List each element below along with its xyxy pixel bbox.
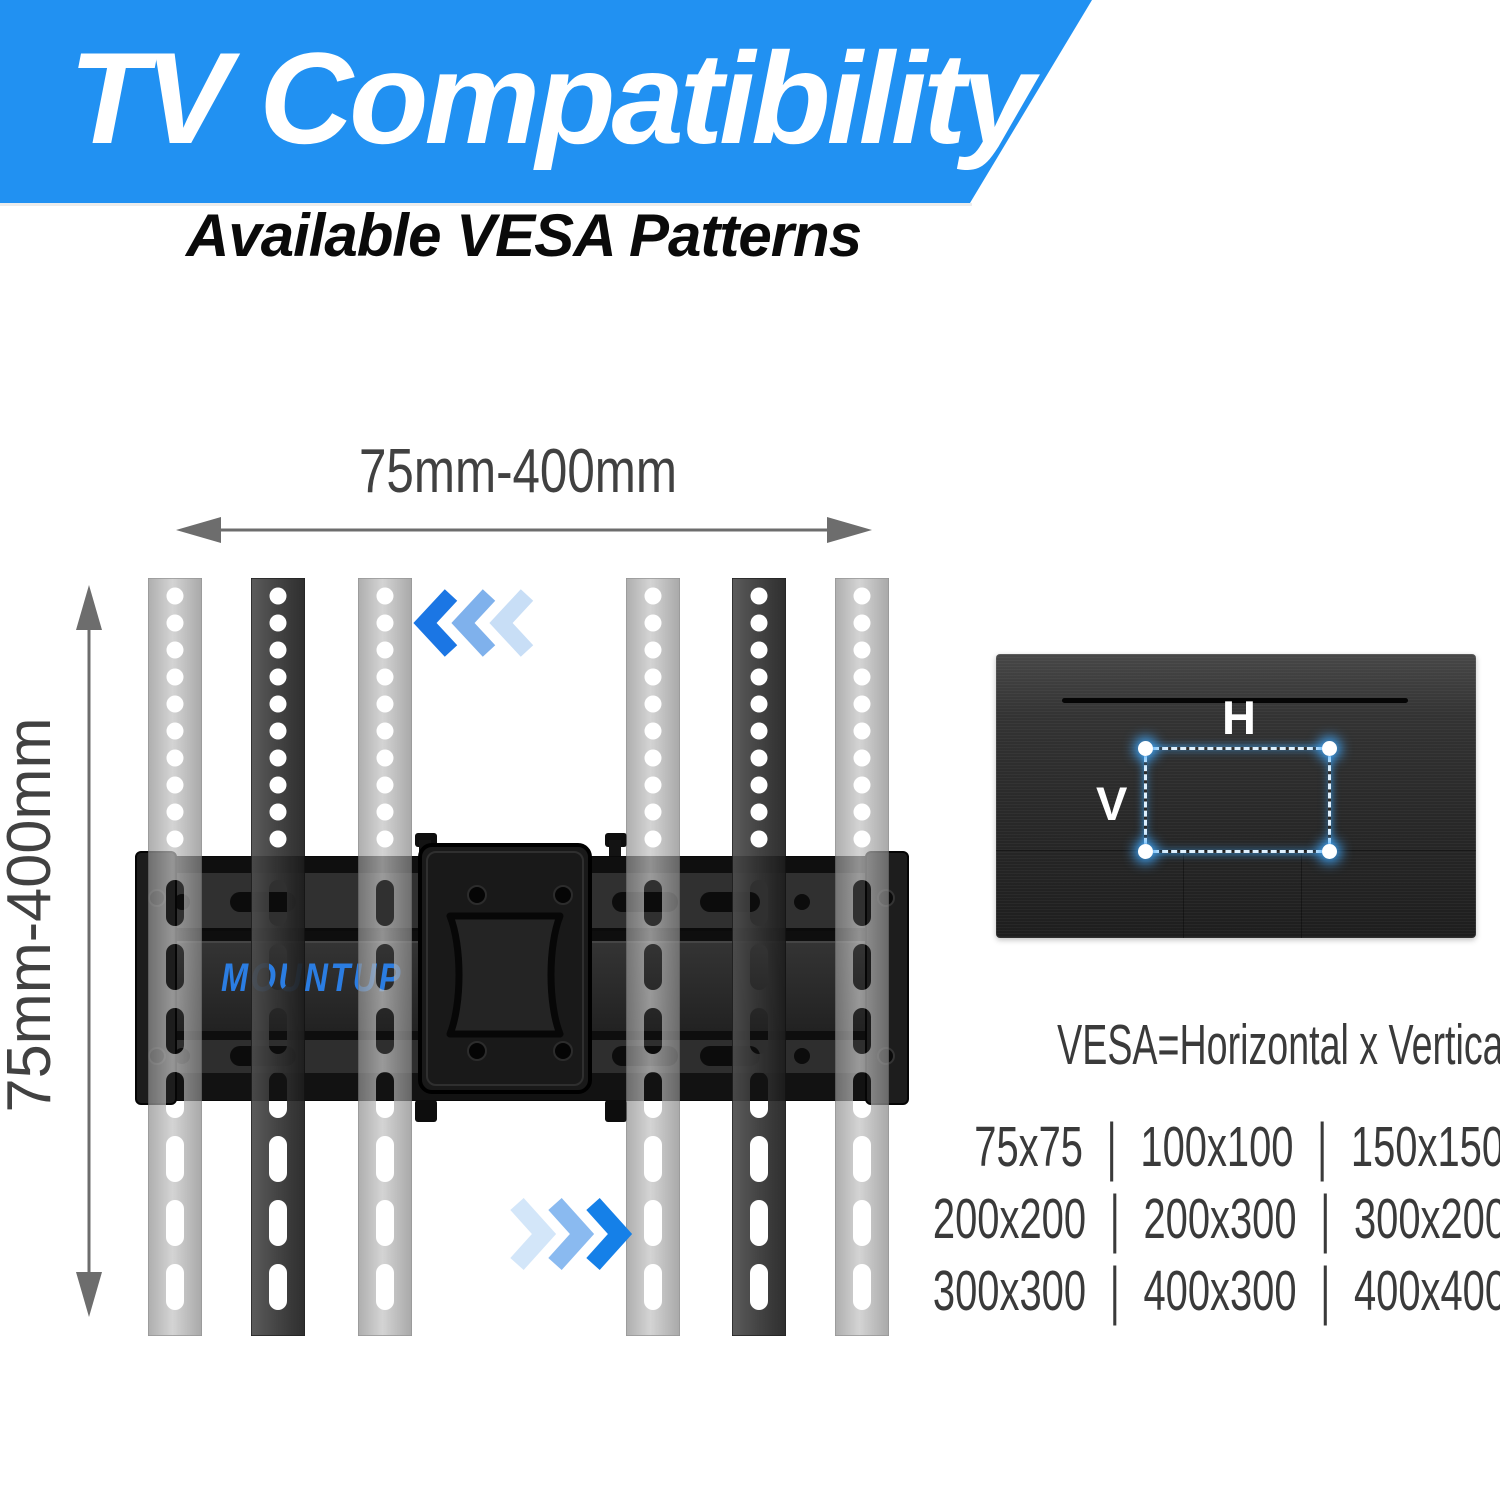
page-title: TV Compatibility [69, 25, 1035, 171]
vesa-row: 75x75 | 100x100 | 150x150 [947, 1111, 1500, 1183]
header-banner [0, 0, 1092, 203]
vesa-size-panel: VESA=Horizontal x Vertical 75x75 | 100x1… [933, 1013, 1500, 1326]
tv-panel-seam [1183, 850, 1184, 938]
separator: | [1109, 1255, 1120, 1327]
vesa-size: 400x300 [1143, 1259, 1297, 1323]
separator: | [1106, 1111, 1117, 1183]
vesa-size: 75x75 [974, 1115, 1083, 1179]
vesa-size: 150x150 [1350, 1115, 1500, 1179]
tv-panel-seam [1301, 850, 1302, 938]
vesa-size: 200x200 [932, 1187, 1087, 1251]
horizontal-range-label: 75mm-400mm [359, 437, 677, 506]
vesa-corner-dot [1322, 844, 1337, 859]
vesa-size-table: 75x75 | 100x100 | 150x150 200x200 | 200x… [830, 1111, 1500, 1327]
left-chevrons-icon [413, 589, 534, 657]
vertical-range-label: 75mm-400mm [0, 718, 64, 1113]
vesa-corner-dot [1322, 741, 1337, 756]
banner-underline [0, 203, 972, 206]
right-chevrons-icon [510, 1197, 633, 1271]
separator: | [1109, 1183, 1120, 1255]
rail-light-1 [148, 578, 202, 1336]
horizontal-dimension-arrow [176, 517, 872, 543]
vesa-size: 400x400 [1353, 1259, 1500, 1323]
tv-back-panel: H V [996, 654, 1476, 938]
vesa-center-plate [418, 843, 592, 1094]
vesa-row: 300x300 | 400x300 | 400x400 [933, 1255, 1500, 1327]
vesa-formula: VESA=Horizontal x Vertical [1057, 1013, 1500, 1077]
vesa-size: 200x300 [1143, 1187, 1297, 1251]
vesa-corner-dot [1138, 844, 1153, 859]
vesa-size: 300x200 [1353, 1187, 1500, 1251]
vesa-pattern-rect [1138, 741, 1337, 859]
vesa-size: 100x100 [1140, 1115, 1294, 1179]
vesa-row: 200x200 | 200x300 | 300x200 [933, 1183, 1500, 1255]
rail-light-2 [358, 578, 412, 1336]
vertical-axis-label: V [1096, 777, 1128, 830]
vesa-corner-dot [1138, 741, 1153, 756]
separator: | [1317, 1111, 1328, 1183]
page-subtitle: Available VESA Patterns [186, 202, 862, 269]
rail-light-3 [626, 578, 680, 1336]
tv-speaker-slot [1062, 698, 1408, 703]
vesa-size: 300x300 [932, 1259, 1087, 1323]
rail-dark-2 [732, 578, 786, 1336]
rail-dark-1 [251, 578, 305, 1336]
separator: | [1320, 1255, 1331, 1327]
horizontal-axis-label: H [1222, 691, 1256, 744]
separator: | [1320, 1183, 1331, 1255]
vertical-dimension-arrow [76, 585, 102, 1317]
